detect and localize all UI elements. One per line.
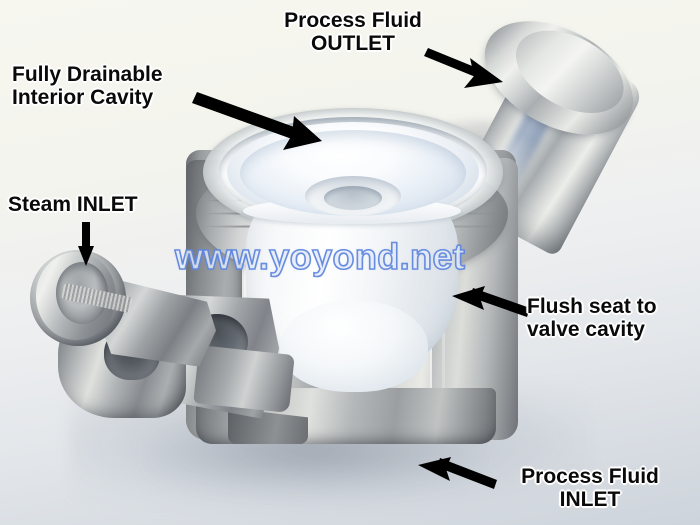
watermark: www.yoyond.net [174,235,466,278]
steam-inlet-stem [193,345,295,413]
ptfe-seat-bottom [280,300,428,392]
label-process-fluid-inlet: Process Fluid INLET [521,465,659,511]
label-flush-seat-to-valve-cavity: Flush seat to valve cavity [527,295,657,341]
label-steam-inlet: Steam INLET [8,193,138,216]
label-fully-drainable-interior-cavity: Fully Drainable Interior Cavity [12,63,163,109]
ptfe-center-bore [324,186,382,210]
label-process-fluid-outlet: Process Fluid OUTLET [284,9,422,55]
